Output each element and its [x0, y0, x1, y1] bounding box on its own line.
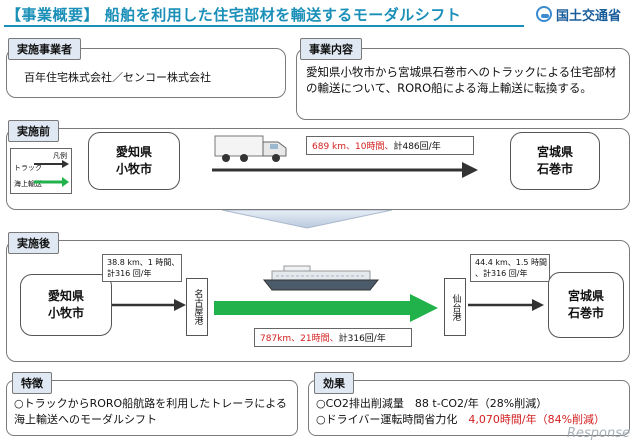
page-title: 【事業概要】 船舶を利用した住宅部材を輸送するモーダルシフト — [6, 6, 462, 24]
sea-route-main: 787km、21時間、 — [260, 334, 339, 344]
operator-text: 百年住宅株式会社／センコー株式会社 — [24, 71, 211, 84]
content-label: 事業内容 — [300, 38, 362, 60]
after-origin-node: 愛知県 小牧市 — [20, 274, 112, 336]
before-destination-pref: 宮城県 — [536, 145, 573, 159]
transition-chevron — [222, 210, 392, 229]
leg2-line2: 、計316 回/年 — [475, 269, 528, 278]
before-route-extra: 計486回/年 — [393, 142, 441, 152]
before-truck-arrow — [212, 162, 478, 178]
before-route-main: 689 km、10時間、 — [312, 142, 394, 152]
legend-arrows — [34, 160, 69, 187]
leg2-truck-arrow — [468, 299, 544, 311]
sea-route-callout: 787km、21時間、計316回/年 — [254, 328, 412, 347]
after-destination-node: 宮城県 石巻市 — [548, 272, 624, 338]
before-route-callout: 689 km、10時間、計486回/年 — [306, 136, 474, 155]
watermark: Response — [566, 426, 630, 441]
ministry-logo-icon — [536, 6, 552, 22]
effects-panel — [308, 380, 630, 436]
after-origin-city: 小牧市 — [47, 306, 84, 320]
after-destination-pref: 宮城県 — [567, 289, 604, 303]
legend-truck-arrowhead — [62, 160, 69, 168]
leg1-truck-arrow — [112, 299, 186, 311]
leg2-note: 44.4 km、1.5 時間 、計316 回/年 — [470, 254, 550, 282]
title-underline — [4, 25, 524, 27]
legend-truck-label: トラック — [14, 164, 42, 172]
before-label: 実施前 — [8, 120, 59, 142]
truck-icon — [214, 135, 287, 162]
sea-route-extra: 計316回/年 — [338, 334, 386, 344]
effects-line1: ○CO2排出削減量 88 t-CO2/年（28%削減） — [316, 397, 548, 410]
before-origin-node: 愛知県 小牧市 — [88, 132, 180, 190]
legend-sea-label: 海上輸送 — [14, 180, 42, 188]
port-sendai: 仙台港 — [444, 278, 466, 336]
legend-title: 凡例 — [53, 152, 67, 160]
content-panel — [296, 48, 630, 120]
legend-box: 凡例 トラック 海上輸送 — [10, 148, 72, 194]
before-destination-node: 宮城県 石巻市 — [510, 132, 600, 190]
before-destination-city: 石巻市 — [536, 162, 573, 176]
after-destination-city: 石巻市 — [567, 306, 604, 320]
effects-line2-value: 4,070時間/年（84%削減） — [468, 413, 606, 426]
features-text: ○トラックからRORO船航路を利用したトレーラによる海上輸送へのモーダルシフト — [14, 397, 287, 426]
operator-label: 実施事業者 — [8, 38, 81, 60]
leg1-line1: 38.8 km、1 時間、 — [107, 258, 180, 267]
before-origin-city: 小牧市 — [115, 162, 152, 176]
sea-route-arrow — [214, 294, 438, 322]
after-origin-pref: 愛知県 — [47, 289, 84, 303]
features-label: 特徴 — [12, 372, 52, 394]
ship-icon — [262, 265, 380, 291]
port-nagoya: 名古屋港 — [186, 278, 208, 336]
effects-label: 効果 — [314, 372, 354, 394]
leg1-note: 38.8 km、1 時間、 計316 回/年 — [102, 254, 182, 282]
features-panel — [6, 380, 298, 436]
before-origin-pref: 愛知県 — [115, 145, 152, 159]
content-text: 愛知県小牧市から宮城県石巻市へのトラックによる住宅部材の輸送について、RORO船… — [306, 65, 617, 95]
effects-line2: ○ドライバー運転時間省力化 4,070時間/年（84%削減） — [316, 412, 605, 427]
after-label: 実施後 — [8, 232, 59, 254]
effects-line2-prefix: ○ドライバー運転時間省力化 — [316, 413, 469, 426]
leg1-line2: 計316 回/年 — [107, 269, 152, 278]
ministry-name: 国土交通省 — [556, 9, 622, 24]
leg2-line1: 44.4 km、1.5 時間 — [475, 258, 548, 267]
legend-sea-arrowhead — [62, 177, 69, 187]
